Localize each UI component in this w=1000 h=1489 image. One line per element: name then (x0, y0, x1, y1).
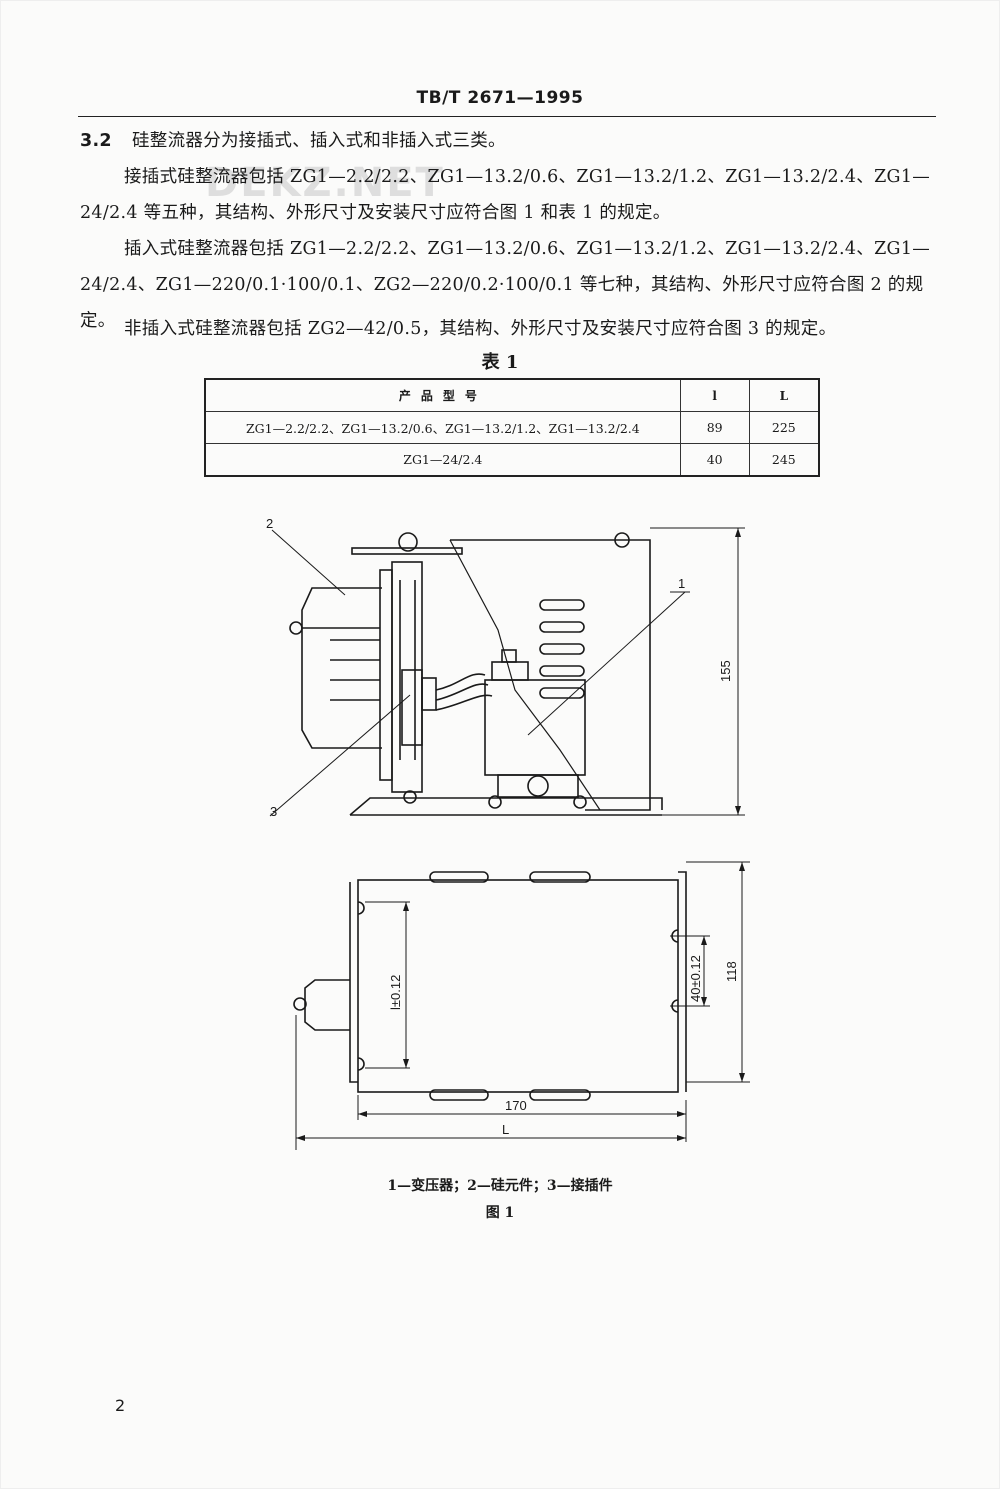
section-intro-text: 硅整流器分为接插式、插入式和非插入式三类。 (132, 131, 506, 151)
header-L: L (748, 378, 820, 412)
cell-model: ZG1—2.2/2.2、ZG1—13.2/0.6、ZG1—13.2/1.2、ZG… (204, 411, 681, 444)
standard-header: TB/T 2671—1995 (416, 88, 584, 108)
callout-1: 1 (678, 576, 685, 591)
rectifier-drawing: 2 1 3 155 l±0.12 40±0.12 118 170 L (266, 516, 750, 1150)
figure-legend: 1—变压器；2—硅元件；3—接插件 (387, 1178, 613, 1194)
dim-side-118: 118 (724, 961, 739, 982)
callout-3: 3 (270, 804, 277, 819)
cell-L: 245 (748, 443, 820, 477)
cell-model: ZG1—24/2.4 (204, 443, 681, 477)
plan-view (293, 861, 750, 1150)
cell-l: 89 (679, 411, 750, 444)
table-title: 表 1 (481, 352, 519, 373)
table-header-row: 产品型号 l L (204, 378, 820, 412)
section-number: 3.2 (80, 131, 112, 151)
watermark: DEKZ.NET (205, 160, 445, 206)
cell-L: 225 (748, 411, 820, 444)
paragraph-non-insert-type: 非插入式硅整流器包括 ZG2—42/0.5，其结构、外形尺寸及安装尺寸应符合图 … (124, 319, 837, 339)
spec-table: 产品型号 l L ZG1—2.2/2.2、ZG1—13.2/0.6、ZG1—13… (204, 378, 820, 477)
section-intro: 3.2 硅整流器分为接插式、插入式和非插入式三类。 (80, 123, 940, 159)
callout-2: 2 (266, 516, 273, 531)
table-row: ZG1—24/2.4 40 245 (204, 443, 820, 477)
dim-width-170: 170 (505, 1098, 527, 1113)
figure-label: 图 1 (485, 1205, 515, 1221)
header-model: 产品型号 (204, 378, 681, 412)
header-l: l (679, 378, 750, 412)
dim-40-tolerance: 40±0.12 (688, 955, 703, 1002)
paragraph-insert-type: 插入式硅整流器包括 ZG1—2.2/2.2、ZG1—13.2/0.6、ZG1—1… (80, 239, 931, 331)
header-rule (78, 116, 936, 117)
cell-l: 40 (679, 443, 750, 477)
table-row: ZG1—2.2/2.2、ZG1—13.2/0.6、ZG1—13.2/1.2、ZG… (204, 411, 820, 444)
dim-total-L: L (502, 1122, 509, 1137)
dim-l-tolerance: l±0.12 (388, 975, 403, 1010)
page-number: 2 (115, 1396, 126, 1415)
side-view (269, 527, 745, 817)
dim-height-155: 155 (718, 660, 733, 682)
paragraph-plug-type: 接插式硅整流器包括 ZG1—2.2/2.2、ZG1—13.2/0.6、ZG1—1… (80, 167, 931, 223)
